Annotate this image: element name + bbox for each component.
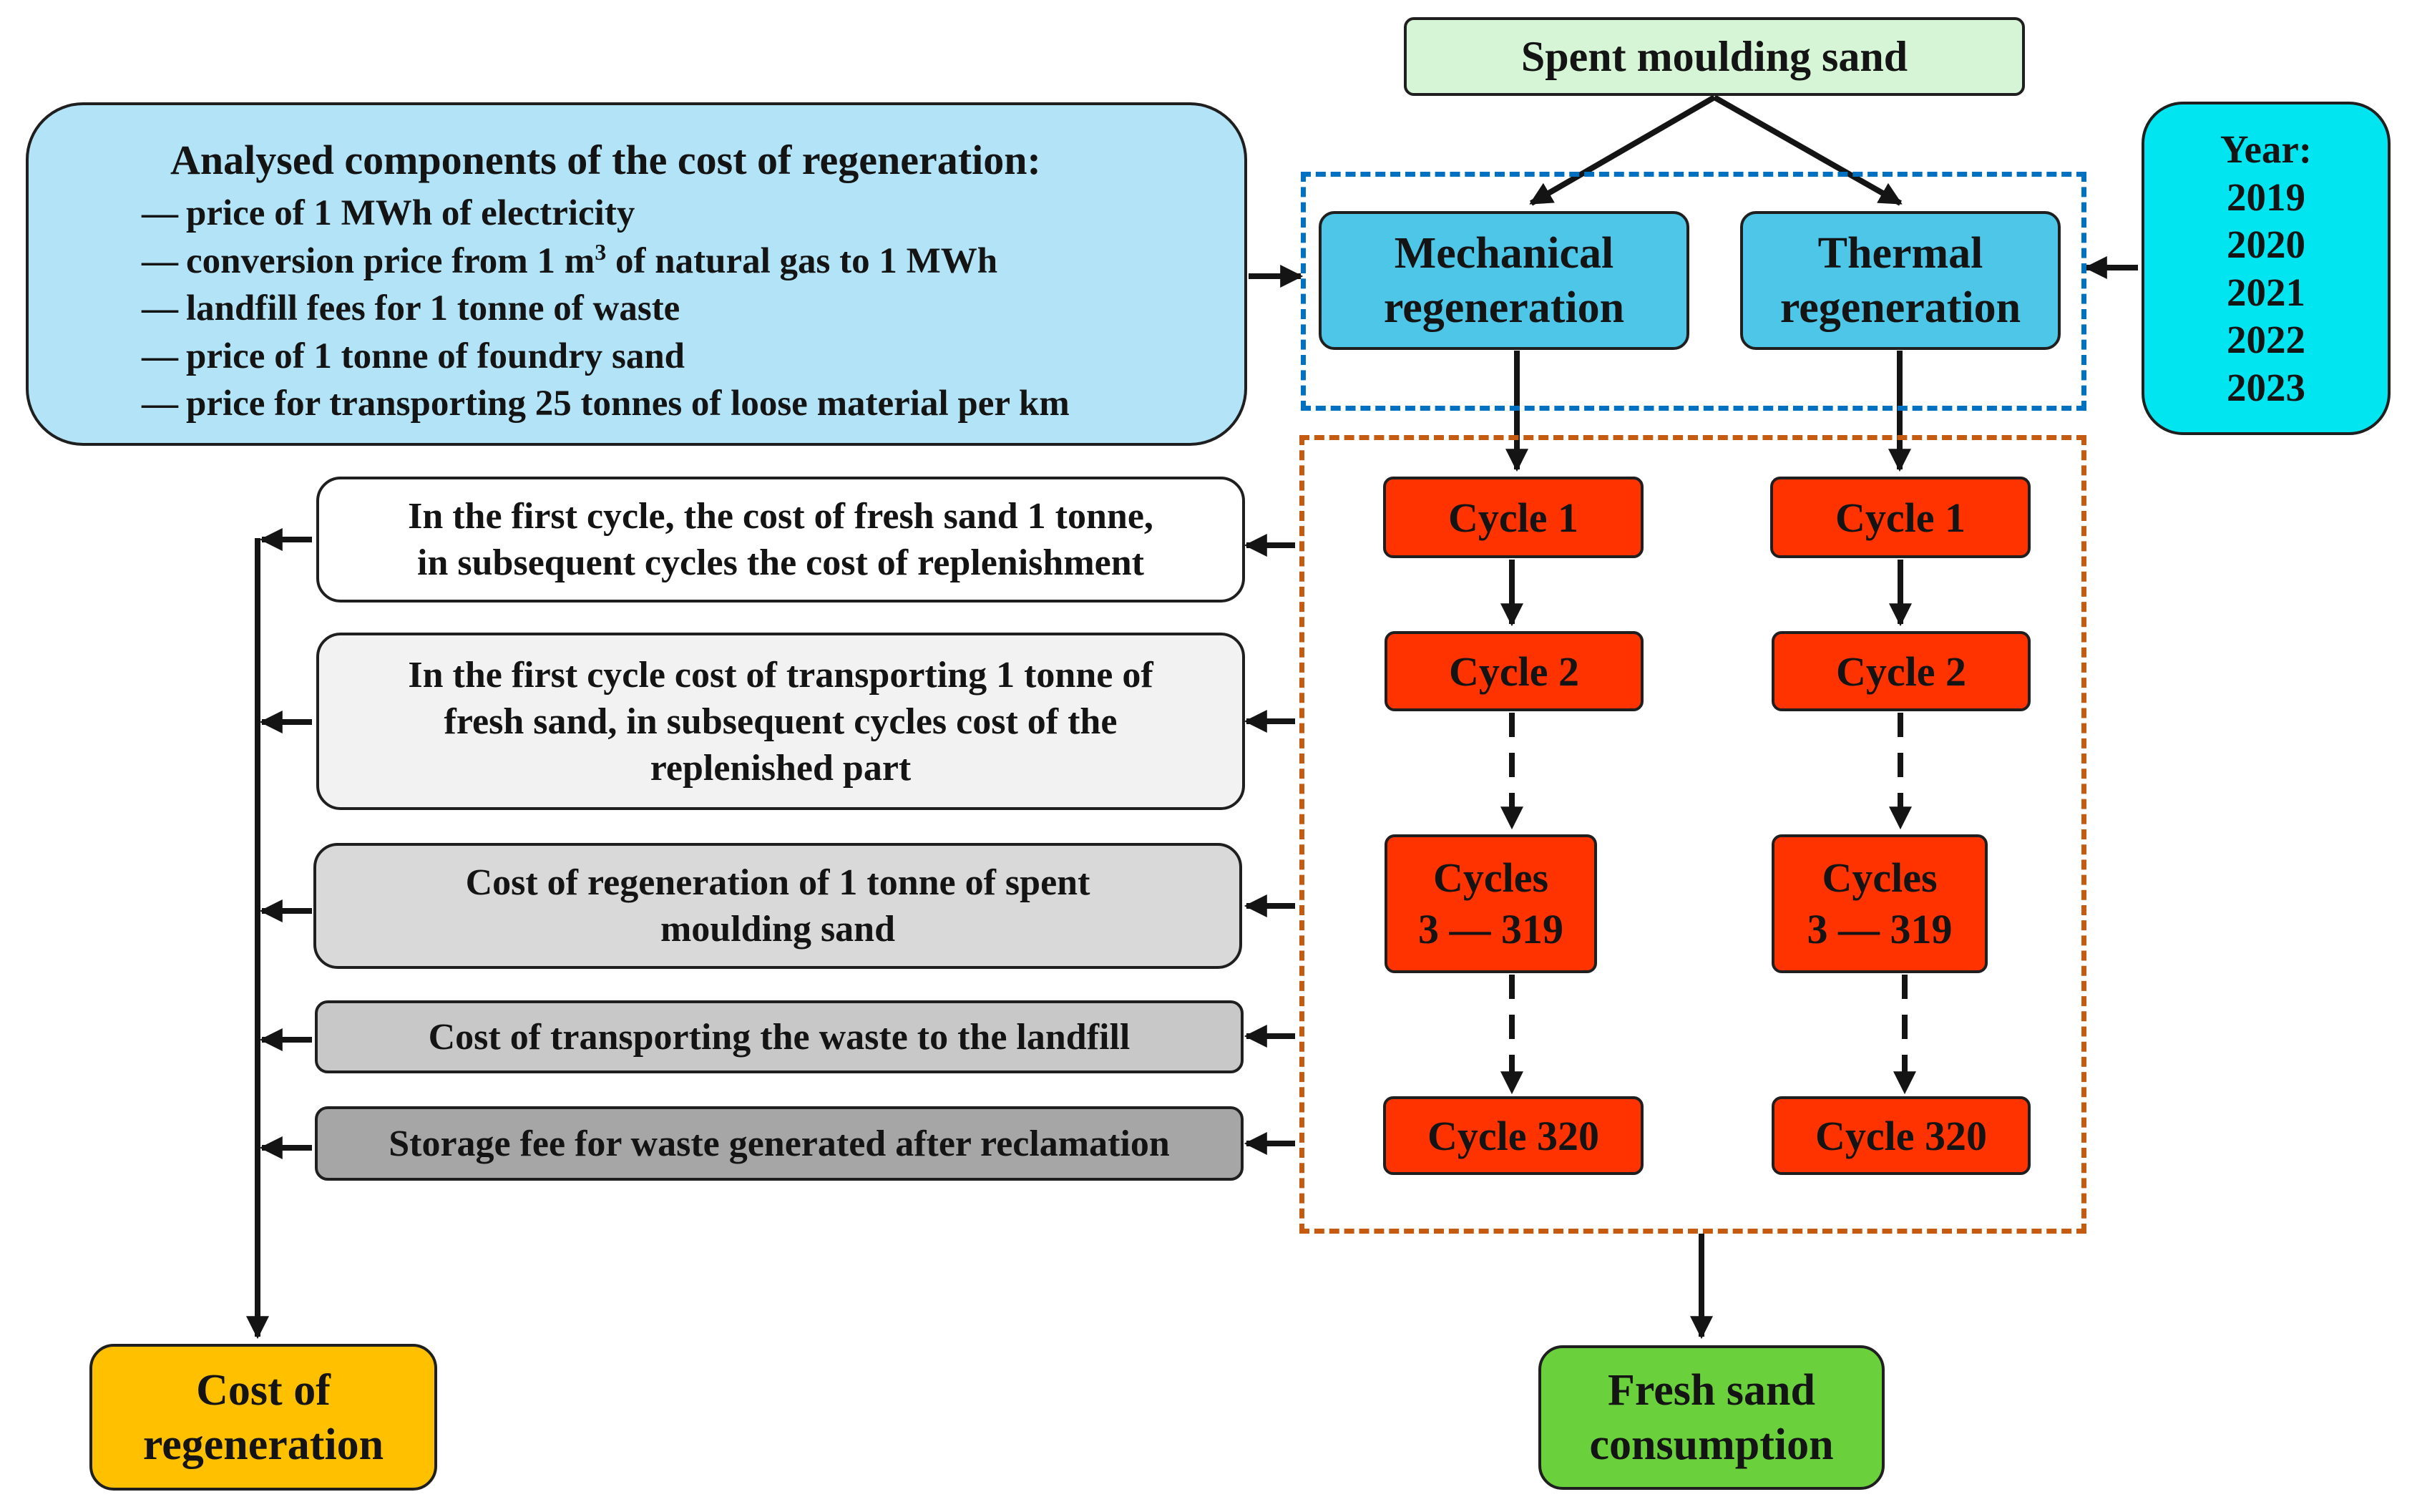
mech-cycle-2-box: Cycle 2	[1385, 631, 1644, 711]
therm-cycle-320-box: Cycle 320	[1772, 1096, 2031, 1175]
year-box: Year: 2019 2020 2021 2022 2023	[2142, 102, 2391, 435]
info-regeneration-cost-box: Cost of regeneration of 1 tonne of spent…	[313, 843, 1242, 969]
regeneration-group-frame	[1301, 172, 2086, 411]
mechanical-label-line1: Mechanical	[1394, 229, 1614, 278]
mech-cycle-1-box: Cycle 1	[1383, 477, 1644, 558]
year-2020: 2020	[2227, 223, 2305, 266]
fresh-label-line2: consumption	[1589, 1420, 1834, 1469]
fresh-sand-consumption-box: Fresh sand consumption	[1538, 1345, 1885, 1490]
year-2021: 2021	[2227, 270, 2305, 314]
analysed-item-foundry-sand: —price of 1 tonne of foundry sand	[142, 333, 1244, 381]
therm-cycle-1-label: Cycle 1	[1835, 494, 1966, 541]
info-2-line2: fresh sand, in subsequent cycles cost of…	[444, 701, 1118, 742]
mech-cycle-320-box: Cycle 320	[1383, 1096, 1644, 1175]
thermal-regeneration-box: Thermal regeneration	[1740, 211, 2061, 350]
cost-of-regeneration-box: Cost of regeneration	[89, 1344, 437, 1491]
year-2023: 2023	[2227, 365, 2305, 409]
spent-moulding-sand-box: Spent moulding sand	[1404, 17, 2025, 96]
mechanical-regeneration-box: Mechanical regeneration	[1319, 211, 1689, 350]
info-fresh-sand-transport-box: In the first cycle cost of transporting …	[316, 633, 1245, 810]
spent-moulding-sand-label: Spent moulding sand	[1520, 32, 1908, 80]
info-waste-transport-box: Cost of transporting the waste to the la…	[315, 1000, 1244, 1073]
info-2-line1: In the first cycle cost of transporting …	[408, 654, 1153, 696]
list-dash: —	[142, 384, 178, 424]
mech-cycle-2-label: Cycle 2	[1449, 648, 1579, 695]
mech-cycles-3-319-line2: 3 — 319	[1418, 906, 1563, 952]
info-2-line3: replenished part	[650, 747, 912, 789]
mech-cycle-1-label: Cycle 1	[1448, 494, 1578, 541]
arrow-spent-to-mechanical	[1529, 94, 1717, 206]
fresh-label-line1: Fresh sand	[1608, 1366, 1815, 1415]
info-1-line2: in subsequent cycles the cost of repleni…	[417, 542, 1144, 583]
list-dash: —	[142, 193, 178, 233]
arrow-spent-to-thermal	[1713, 94, 1903, 206]
info-fresh-sand-cost-box: In the first cycle, the cost of fresh sa…	[316, 477, 1245, 603]
year-label: Year:	[2220, 127, 2313, 171]
cycles-group-frame	[1299, 435, 2086, 1234]
info-5-line1: Storage fee for waste generated after re…	[389, 1123, 1170, 1164]
analysed-components-box: Analysed components of the cost of regen…	[26, 102, 1247, 446]
info-3-line2: moulding sand	[660, 909, 896, 950]
analysed-components-list: —price of 1 MWh of electricity —conversi…	[142, 190, 1244, 428]
therm-cycle-2-box: Cycle 2	[1772, 631, 2031, 711]
list-dash: —	[142, 288, 178, 328]
therm-cycles-3-319-line2: 3 — 319	[1807, 906, 1953, 952]
analysed-item-gas-conversion: —conversion price from 1 m3 of natural g…	[142, 238, 1244, 286]
list-dash: —	[142, 336, 178, 376]
cost-label-line2: regeneration	[142, 1420, 384, 1469]
mech-cycle-320-label: Cycle 320	[1427, 1112, 1599, 1159]
thermal-label-line1: Thermal	[1817, 229, 1983, 278]
therm-cycle-1-box: Cycle 1	[1770, 477, 2031, 558]
thermal-label-line2: regeneration	[1779, 283, 2021, 332]
year-2022: 2022	[2227, 318, 2305, 361]
analysed-item-electricity: —price of 1 MWh of electricity	[142, 190, 1244, 238]
therm-cycle-2-label: Cycle 2	[1836, 648, 1966, 695]
mech-cycles-3-319-line1: Cycles	[1432, 854, 1549, 901]
therm-cycles-3-319-line1: Cycles	[1822, 854, 1938, 901]
therm-cycle-320-label: Cycle 320	[1815, 1112, 1987, 1159]
info-4-line1: Cost of transporting the waste to the la…	[428, 1016, 1131, 1058]
info-3-line1: Cost of regeneration of 1 tonne of spent	[465, 862, 1090, 903]
list-dash: —	[142, 240, 178, 281]
mechanical-label-line2: regeneration	[1383, 283, 1625, 332]
analysed-item-landfill-fees: —landfill fees for 1 tonne of waste	[142, 285, 1244, 333]
info-storage-fee-box: Storage fee for waste generated after re…	[315, 1106, 1244, 1181]
analysed-item-transport: —price for transporting 25 tonnes of loo…	[142, 380, 1244, 428]
year-2019: 2019	[2227, 175, 2305, 219]
cost-label-line1: Cost of	[196, 1365, 331, 1415]
analysed-components-title: Analysed components of the cost of regen…	[170, 137, 1041, 183]
therm-cycles-3-319-box: Cycles 3 — 319	[1772, 834, 1988, 973]
info-1-line1: In the first cycle, the cost of fresh sa…	[408, 496, 1153, 537]
mech-cycles-3-319-box: Cycles 3 — 319	[1385, 834, 1597, 973]
